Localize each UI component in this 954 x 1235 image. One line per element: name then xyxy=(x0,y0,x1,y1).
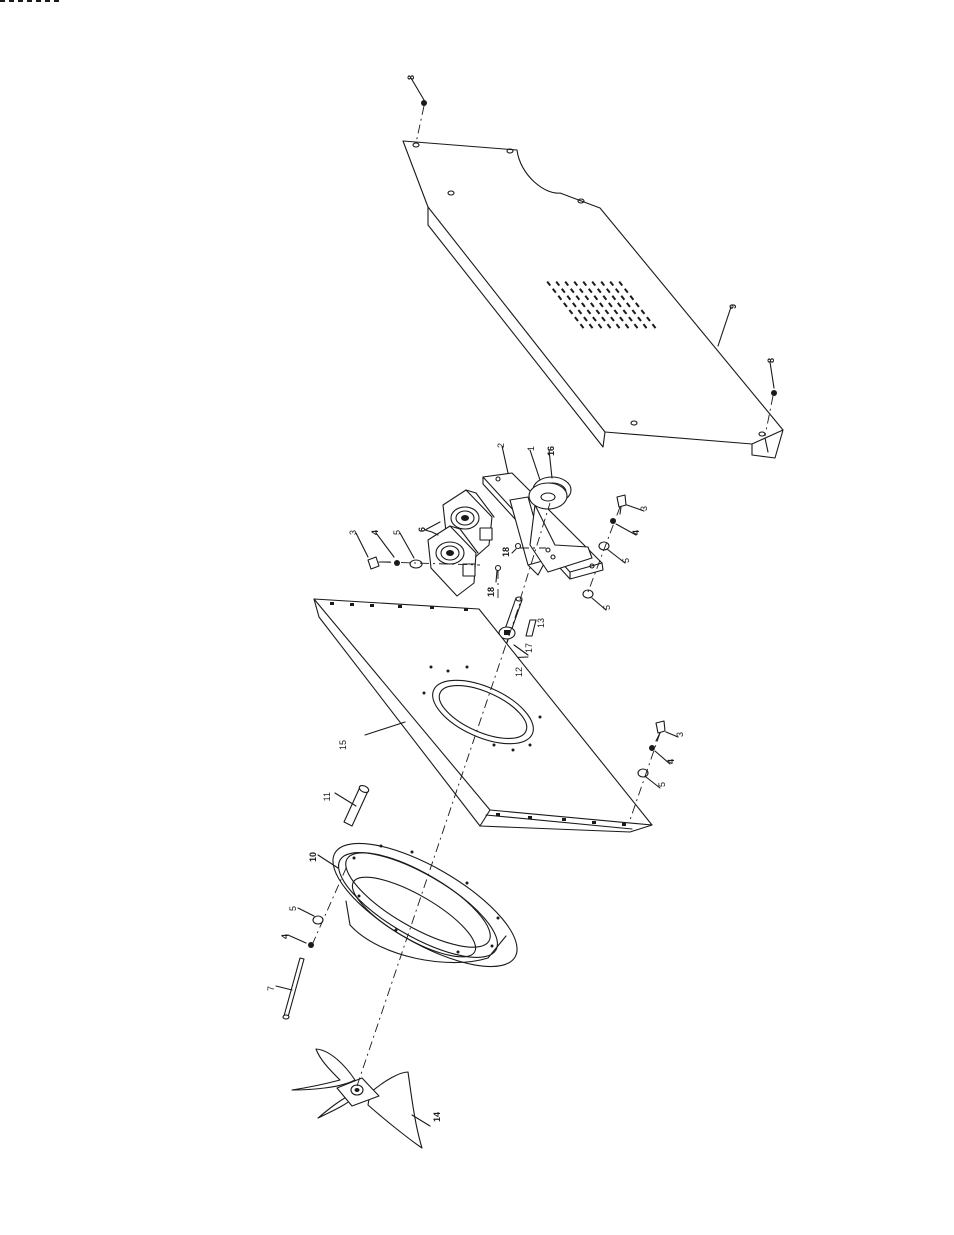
callout-8-top: 8 xyxy=(406,75,416,80)
callout-5-rod: 5 xyxy=(288,906,298,911)
callout-5-right-a: 5 xyxy=(621,558,631,563)
fan-blade-14 xyxy=(292,1049,422,1148)
callout-2: 2 xyxy=(496,443,506,448)
callout-5-left: 5 xyxy=(392,530,402,535)
callout-1: 1 xyxy=(526,446,536,451)
callout-6: 6 xyxy=(417,527,427,532)
callout-4-right: 4 xyxy=(631,530,641,535)
callout-13: 13 xyxy=(536,618,546,628)
callout-5-lower: 5 xyxy=(657,782,667,787)
callout-12: 12 xyxy=(514,667,524,677)
callout-4-left: 4 xyxy=(370,530,380,535)
callout-9: 9 xyxy=(728,304,738,309)
callout-10: 10 xyxy=(308,852,318,862)
callout-3-lower: 3 xyxy=(675,732,685,737)
callout-3-right: 3 xyxy=(639,506,649,511)
callout-17: 17 xyxy=(524,643,534,653)
callout-18-lower: 18 xyxy=(486,587,496,597)
callout-4-rod: 4 xyxy=(280,934,290,939)
callout-8-right: 8 xyxy=(766,358,776,363)
callout-5-right-b: 5 xyxy=(602,605,612,610)
shroud-ring-10 xyxy=(316,820,534,990)
fastener-stack-rod xyxy=(276,866,347,990)
callout-3-left: 3 xyxy=(348,530,358,535)
callout-14: 14 xyxy=(432,1112,442,1122)
tube-11 xyxy=(344,784,370,826)
key-13 xyxy=(526,620,536,636)
callout-11: 11 xyxy=(322,792,332,801)
callout-15: 15 xyxy=(338,740,348,750)
top-cover-panel xyxy=(0,0,783,458)
screw-8-top xyxy=(411,78,427,143)
callout-16: 16 xyxy=(546,446,556,456)
callout-18-upper: 18 xyxy=(501,547,511,557)
fastener-stack-lower xyxy=(630,721,678,820)
callout-4-lower: 4 xyxy=(666,759,676,764)
callout-7: 7 xyxy=(266,986,276,991)
